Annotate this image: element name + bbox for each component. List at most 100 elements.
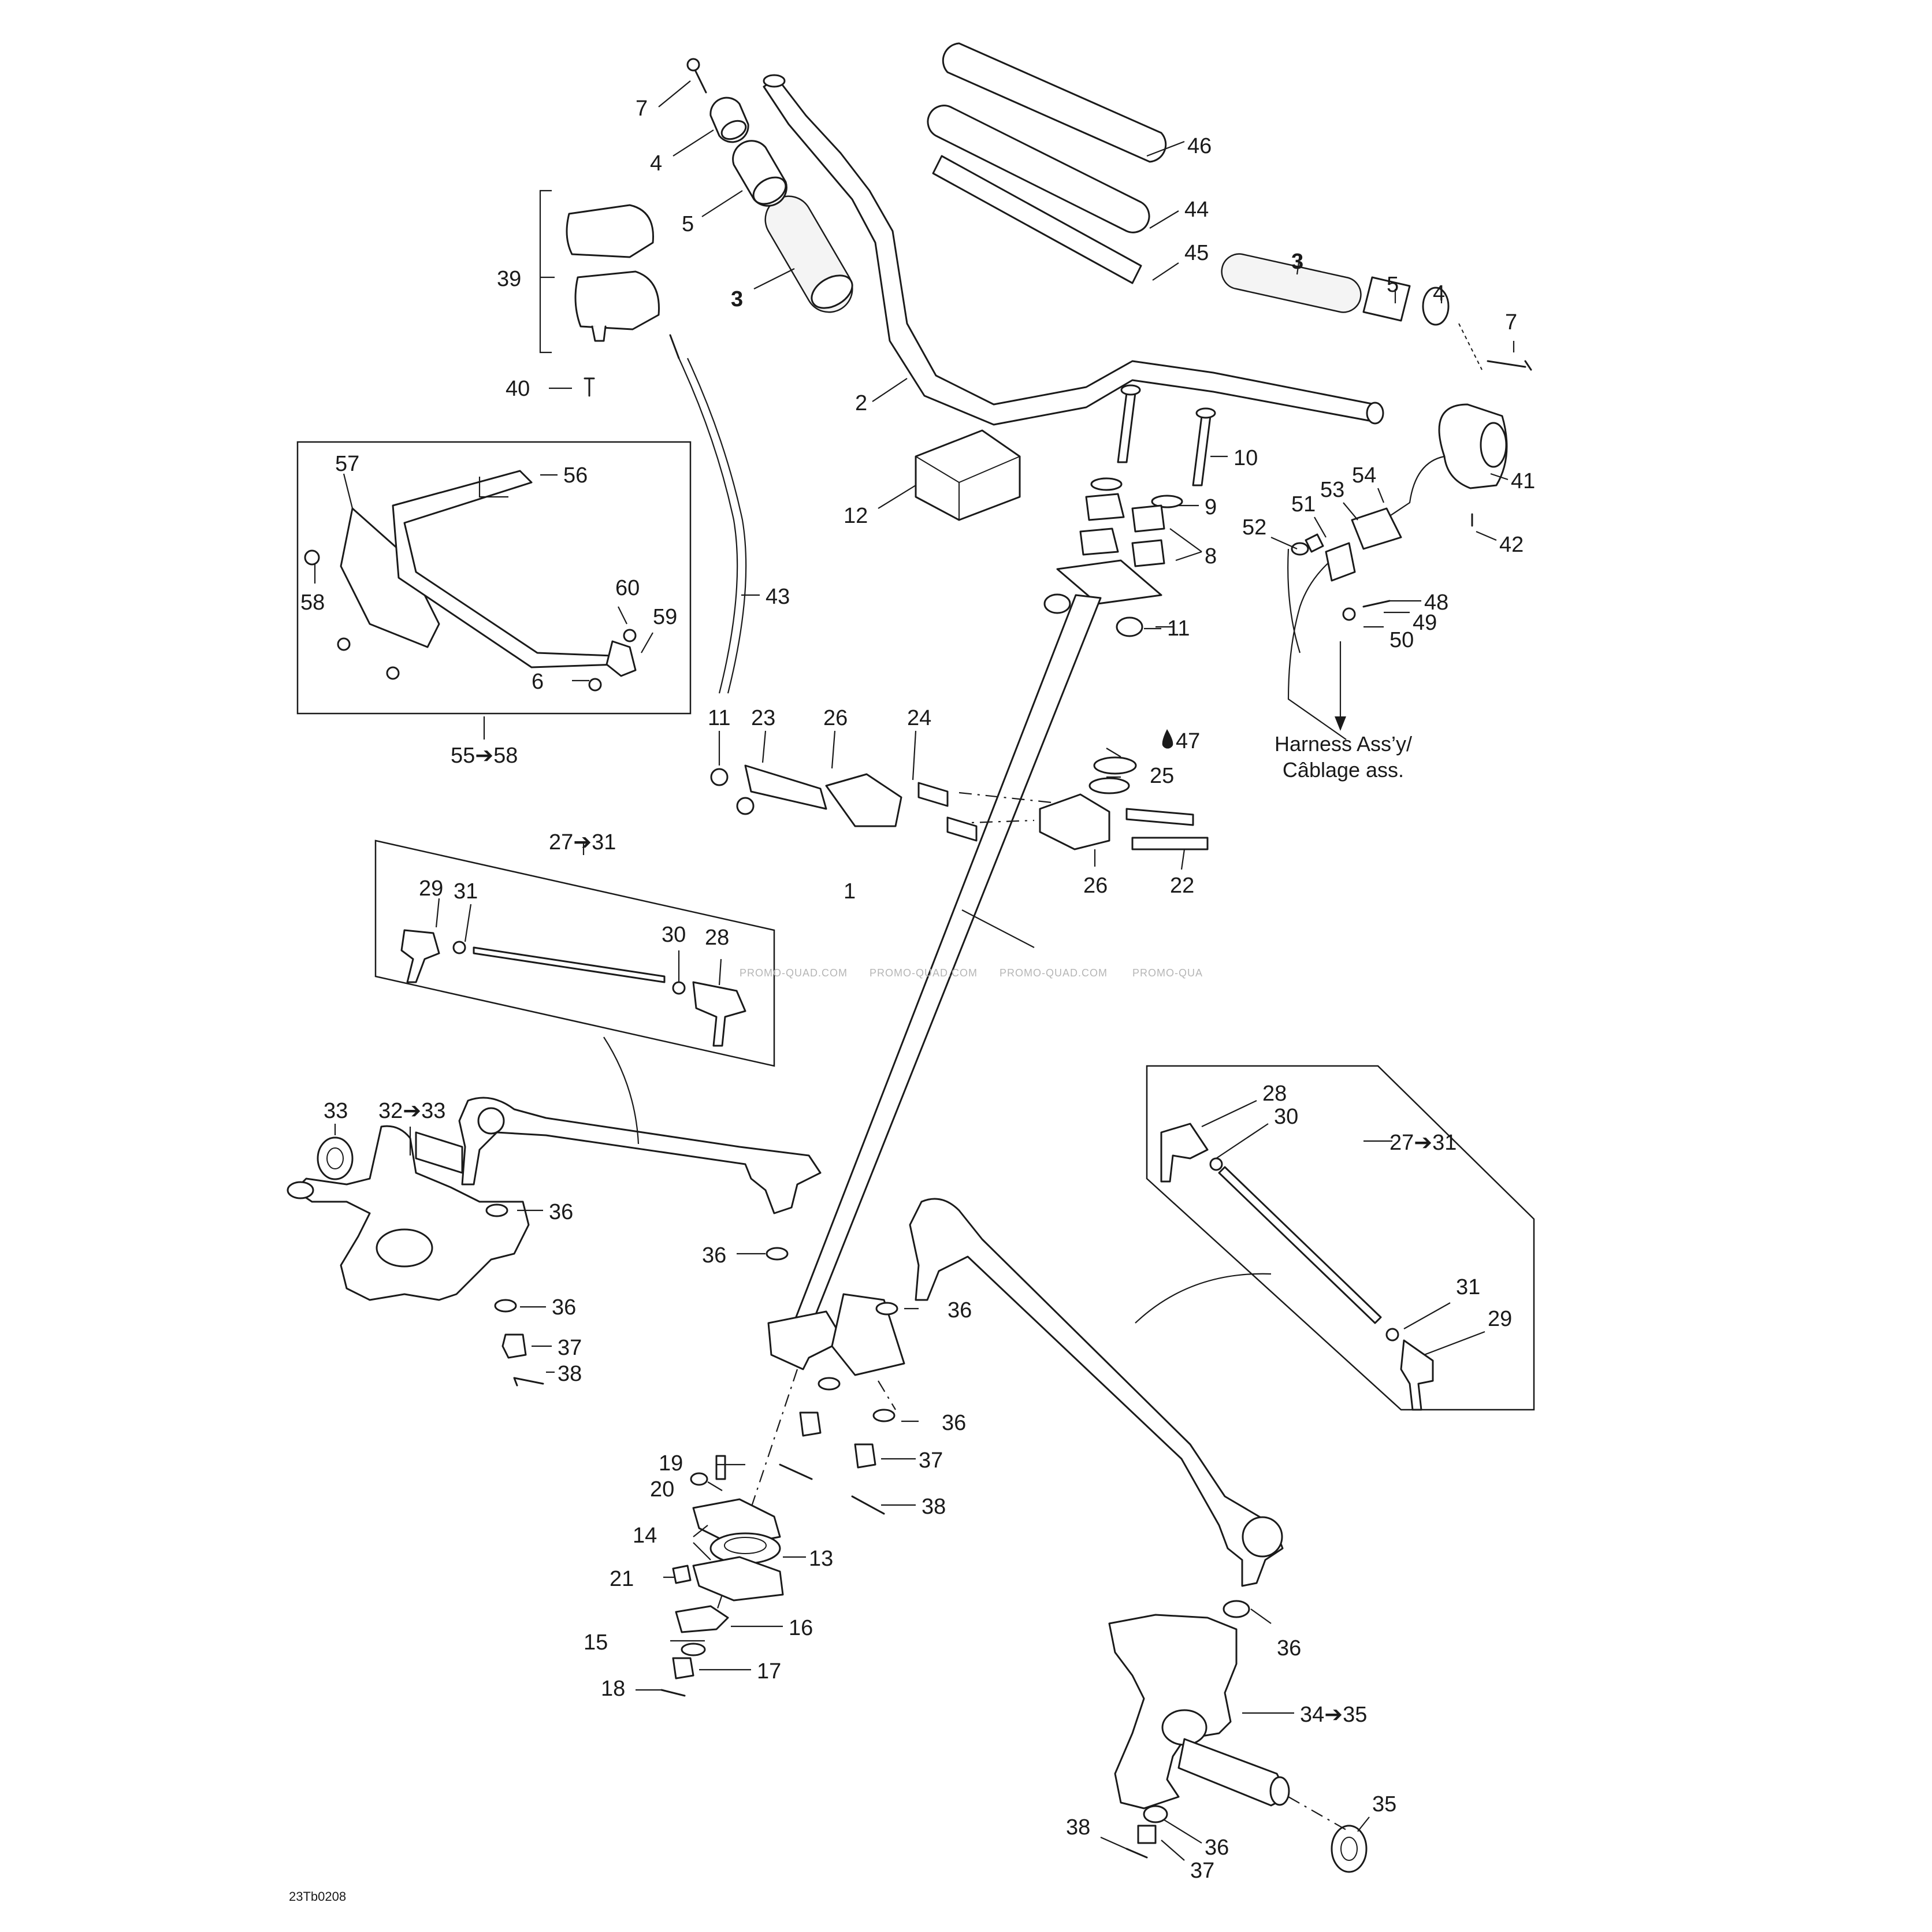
callout-19: 19 [659, 1451, 683, 1476]
callout-29: 29 [1488, 1307, 1512, 1331]
callout-1: 1 [844, 879, 856, 904]
callout-42: 42 [1499, 533, 1524, 557]
callout-59: 59 [653, 605, 677, 629]
callout-labels: 1 2 3 3 4 4 5 5 6 7 7 8 9 10 11 11 12 13… [300, 96, 1535, 1883]
callout-20: 20 [650, 1477, 674, 1502]
handlebar-clamp-cover [915, 429, 1021, 521]
callout-4: 4 [650, 151, 662, 176]
callout-31: 31 [454, 879, 478, 904]
tie-rod-kit-left-frame [374, 839, 775, 1067]
callout-8: 8 [1205, 544, 1217, 569]
callout-15: 15 [584, 1630, 608, 1655]
callout-46: 46 [1187, 134, 1212, 158]
callout-31: 31 [1456, 1275, 1480, 1299]
callout-38: 38 [922, 1495, 946, 1519]
kit-label-tie-rod-right: 27➔31 [1389, 1131, 1457, 1155]
callout-40: 40 [506, 377, 530, 401]
callout-43: 43 [766, 585, 790, 609]
callout-10: 10 [1233, 446, 1258, 470]
callout-37: 37 [1190, 1859, 1214, 1883]
throttle-housing [1438, 403, 1508, 527]
callout-36: 36 [549, 1200, 573, 1224]
harness-note-fr: Câblage ass. [1283, 758, 1404, 782]
callout-9: 9 [1205, 495, 1217, 519]
callout-7: 7 [636, 96, 648, 121]
callout-22: 22 [1170, 874, 1194, 898]
tie-rod-left-exploded [400, 929, 746, 1047]
hand-guard [304, 470, 637, 692]
callout-51: 51 [1291, 492, 1316, 517]
seal-33 [317, 1136, 354, 1180]
callout-50: 50 [1389, 628, 1414, 652]
callout-52: 52 [1242, 515, 1266, 540]
callout-56: 56 [563, 463, 588, 488]
grease-drop-icon [1162, 729, 1173, 749]
leader-lines [314, 80, 1515, 1861]
callout-41: 41 [1511, 469, 1535, 493]
callout-36: 36 [942, 1411, 966, 1435]
callout-14: 14 [633, 1524, 657, 1548]
callout-3: 3 [1291, 250, 1303, 274]
callout-26: 26 [1083, 874, 1108, 898]
callout-36: 36 [1277, 1636, 1301, 1660]
callout-58: 58 [300, 590, 325, 615]
callout-23: 23 [751, 706, 775, 730]
callout-13: 13 [809, 1547, 833, 1571]
tie-rod-right-exploded [1160, 1123, 1434, 1411]
spacer-centerline [953, 792, 1058, 824]
kit-range-labels: 55➔58 27➔31 27➔31 32➔33 34➔35 [378, 744, 1457, 1727]
column-support-brackets [710, 756, 1209, 850]
hand-guard-kit-frame [296, 441, 692, 715]
watermark-text: PROMO-QUAD.COM [870, 967, 978, 979]
callout-36: 36 [552, 1295, 576, 1320]
callout-57: 57 [335, 452, 359, 476]
harness-note-en: Harness Ass’y/ [1275, 732, 1412, 756]
callout-36: 36 [948, 1298, 972, 1322]
steering-knuckle-right [1108, 1614, 1290, 1810]
callout-45: 45 [1184, 241, 1209, 265]
tie-rod-right-assembled [909, 1198, 1284, 1587]
callout-33: 33 [324, 1099, 348, 1123]
nut-centerline [878, 1380, 896, 1410]
throttle-cable [669, 334, 747, 694]
handlebar-pad-cover [927, 105, 1150, 233]
washer-nut-pin-set [485, 1203, 1250, 1859]
right-grip-assembly [1221, 253, 1532, 371]
harness-arrow [1335, 641, 1346, 731]
callout-5: 5 [1387, 273, 1399, 297]
steering-column [767, 594, 1102, 1376]
handlebar [763, 74, 1384, 426]
callout-12: 12 [844, 504, 868, 528]
callout-44: 44 [1184, 198, 1209, 222]
callout-28: 28 [705, 926, 729, 950]
callout-24: 24 [907, 706, 931, 730]
callout-21: 21 [610, 1567, 634, 1591]
left-grip-assembly [686, 58, 853, 313]
callout-37: 37 [558, 1336, 582, 1360]
callout-6: 6 [532, 670, 544, 694]
lower-bearing-stack [660, 1455, 784, 1697]
callout-28: 28 [1262, 1082, 1287, 1106]
callout-60: 60 [615, 576, 640, 600]
callout-11: 11 [1167, 616, 1190, 641]
callout-36: 36 [702, 1243, 726, 1268]
kit-leader-left [603, 1036, 640, 1145]
callout-25: 25 [1150, 764, 1174, 788]
callout-4: 4 [1433, 281, 1445, 306]
kit-label-tie-rod-left: 27➔31 [549, 830, 616, 854]
kit-label-knuckle-left: 32➔33 [378, 1099, 445, 1123]
kit-leader-right [1135, 1273, 1272, 1324]
callout-37: 37 [919, 1448, 943, 1473]
callout-30: 30 [662, 923, 686, 947]
callout-26: 26 [823, 706, 848, 730]
steering-knuckle-left [287, 1125, 530, 1301]
watermark-text: PROMO-QUAD.COM [1000, 967, 1108, 979]
callout-5: 5 [682, 212, 694, 236]
callout-53: 53 [1320, 478, 1344, 502]
callout-49: 49 [1413, 611, 1437, 635]
callout-39: 39 [497, 267, 521, 291]
handlebar-clamp-hardware [1043, 384, 1216, 637]
callout-16: 16 [789, 1616, 813, 1640]
callout-2: 2 [855, 391, 867, 415]
